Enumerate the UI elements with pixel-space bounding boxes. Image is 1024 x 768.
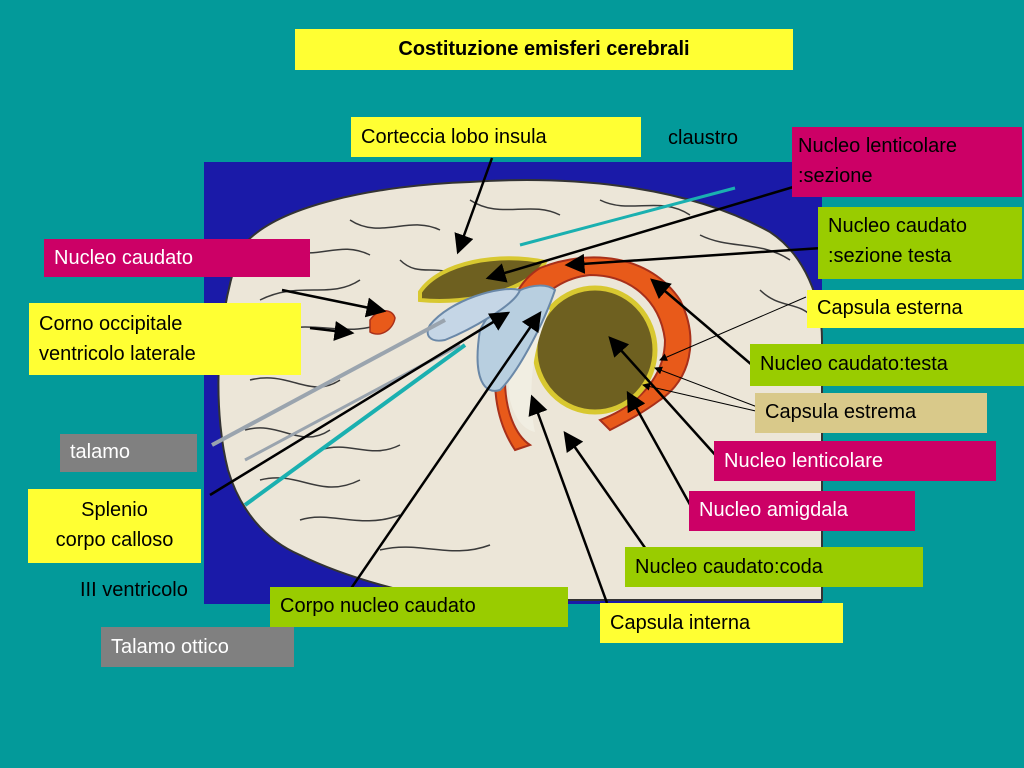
label-corno-occipitale: Corno occipitale ventricolo laterale	[29, 303, 301, 375]
label-nucleo-lenticolare-sezione: Nucleo lenticolare :sezione	[792, 127, 1022, 197]
label-nucleo-caudato-sezione-testa: Nucleo caudato :sezione testa	[818, 207, 1022, 279]
label-splenio: Splenio corpo calloso	[28, 489, 201, 563]
teal-rod-bottom	[243, 343, 467, 507]
leader-lines	[209, 157, 823, 604]
label-capsula-interna: Capsula interna	[600, 603, 843, 643]
gray-rod-1	[211, 318, 446, 447]
lentiform-nucleus	[532, 285, 658, 415]
label-corpo-nucleo-caudato: Corpo nucleo caudato	[270, 587, 568, 627]
label-nucleo-caudato: Nucleo caudato	[44, 239, 310, 277]
label-capsula-esterna: Capsula esterna	[807, 290, 1024, 328]
slide-title: Costituzione emisferi cerebrali	[295, 29, 793, 70]
label-nucleo-caudato-testa: Nucleo caudato:testa	[750, 344, 1024, 386]
label-iii-ventricolo: III ventricolo	[80, 579, 188, 601]
label-capsula-estrema: Capsula estrema	[755, 393, 987, 433]
label-corteccia-lobo-insula: Corteccia lobo insula	[351, 117, 641, 157]
thalamus-body-2	[426, 288, 522, 342]
label-nucleo-caudato-coda: Nucleo caudato:coda	[625, 547, 923, 587]
label-nucleo-amigdala: Nucleo amigdala	[689, 491, 915, 531]
label-nucleo-lenticolare: Nucleo lenticolare	[714, 441, 996, 481]
teal-rod-top	[519, 186, 736, 247]
thin-leader-lines	[642, 296, 807, 413]
label-talamo-ottico: Talamo ottico	[101, 627, 294, 667]
label-claustro: claustro	[668, 127, 739, 149]
label-talamo: talamo	[60, 434, 197, 472]
